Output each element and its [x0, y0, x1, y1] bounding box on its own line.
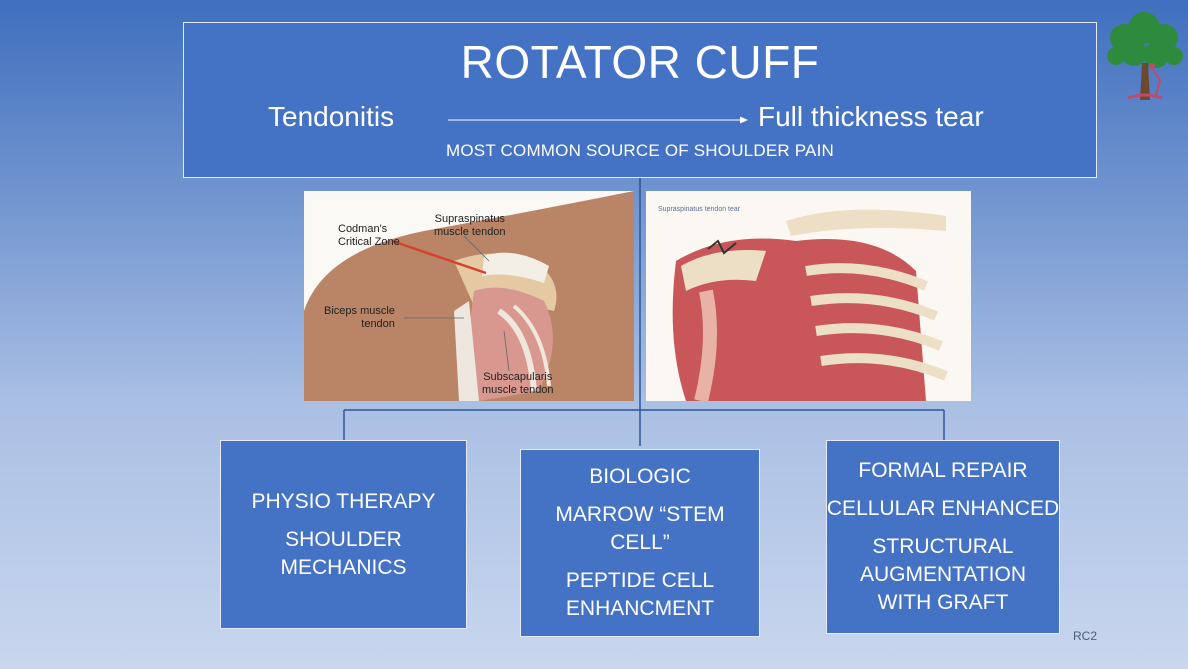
formal-repair-box: FORMAL REPAIR CELLULAR ENHANCED STRUCTUR… — [826, 440, 1060, 634]
marrow-stem-cell-text: MARROW “STEM CELL” — [555, 503, 725, 554]
physio-therapy-box: PHYSIO THERAPY SHOULDER MECHANICS — [220, 440, 467, 629]
structural-augmentation-text: STRUCTURAL AUGMENTATION WITH GRAFT — [859, 535, 1027, 614]
stage-start-label: Tendonitis — [268, 101, 395, 132]
biceps-label: Biceps muscle tendon — [324, 305, 395, 330]
shoulder-mechanics-text: SHOULDER MECHANICS — [280, 527, 407, 579]
tendon-tear-image: Supraspinatus tendon tear — [646, 191, 971, 401]
progression-arrow-icon — [448, 116, 748, 124]
tendon-tear-label: Supraspinatus tendon tear — [658, 206, 741, 213]
tree-golfer-logo-icon — [1107, 12, 1183, 100]
codman-zone-label: Codman's Critical Zone — [338, 223, 400, 248]
biologic-text: BIOLOGIC — [589, 465, 691, 488]
physio-therapy-text: PHYSIO THERAPY — [251, 489, 436, 513]
supraspinatus-label: Supraspinatus muscle tendon — [434, 213, 506, 238]
cellular-enhanced-text: CELLULAR ENHANCED — [826, 497, 1060, 520]
stage-end-label: Full thickness tear — [758, 101, 984, 132]
slide-tag: RC2 — [1073, 629, 1098, 643]
shoulder-anatomy-image: Codman's Critical Zone Supraspinatus mus… — [304, 191, 634, 401]
header-subtitle: MOST COMMON SOURCE OF SHOULDER PAIN — [446, 141, 834, 160]
subscapularis-label: Subscapularis muscle tendon — [482, 371, 554, 396]
formal-repair-text: FORMAL REPAIR — [858, 459, 1028, 482]
peptide-cell-text: PEPTIDE CELL ENHANCMENT — [565, 569, 715, 620]
diagram-title: ROTATOR CUFF — [460, 36, 820, 88]
header-box: ROTATOR CUFF Tendonitis Full thickness t… — [183, 22, 1097, 178]
biologic-box: BIOLOGIC MARROW “STEM CELL” PEPTIDE CELL… — [520, 449, 760, 637]
